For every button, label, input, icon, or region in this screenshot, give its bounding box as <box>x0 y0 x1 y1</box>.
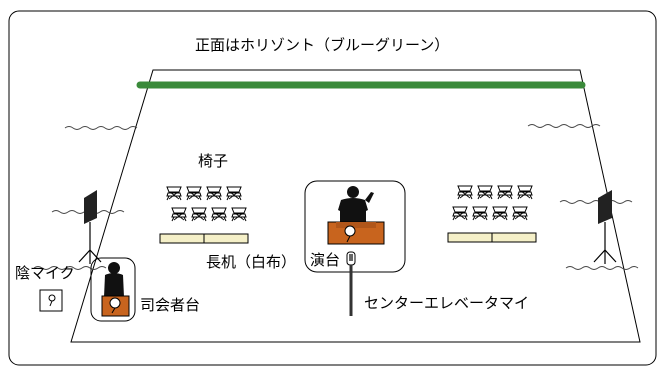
mc-stand-area <box>90 257 136 322</box>
stage-title: 正面はホリゾント（ブルーグリーン） <box>195 36 450 54</box>
center-elevator-mic-icon <box>346 251 356 316</box>
podium-area <box>304 180 406 273</box>
long-desk-left <box>159 233 249 244</box>
outer-frame <box>8 10 657 366</box>
shadow-mic-box <box>39 289 63 312</box>
speaker-left-icon <box>78 190 102 264</box>
center-mic-label: センターエレベータマイ <box>364 294 530 312</box>
shadow-mic-label: 陰マイク <box>15 264 75 282</box>
stage-floor-outline <box>70 69 641 343</box>
long-desk-right <box>447 232 537 243</box>
podium-label: 演台 <box>310 251 341 269</box>
long-desk-label: 長机（白布） <box>206 253 297 271</box>
mc-stand-label: 司会者台 <box>140 296 201 314</box>
chairs-label: 椅子 <box>198 152 229 170</box>
speaker-right-icon <box>593 190 617 264</box>
